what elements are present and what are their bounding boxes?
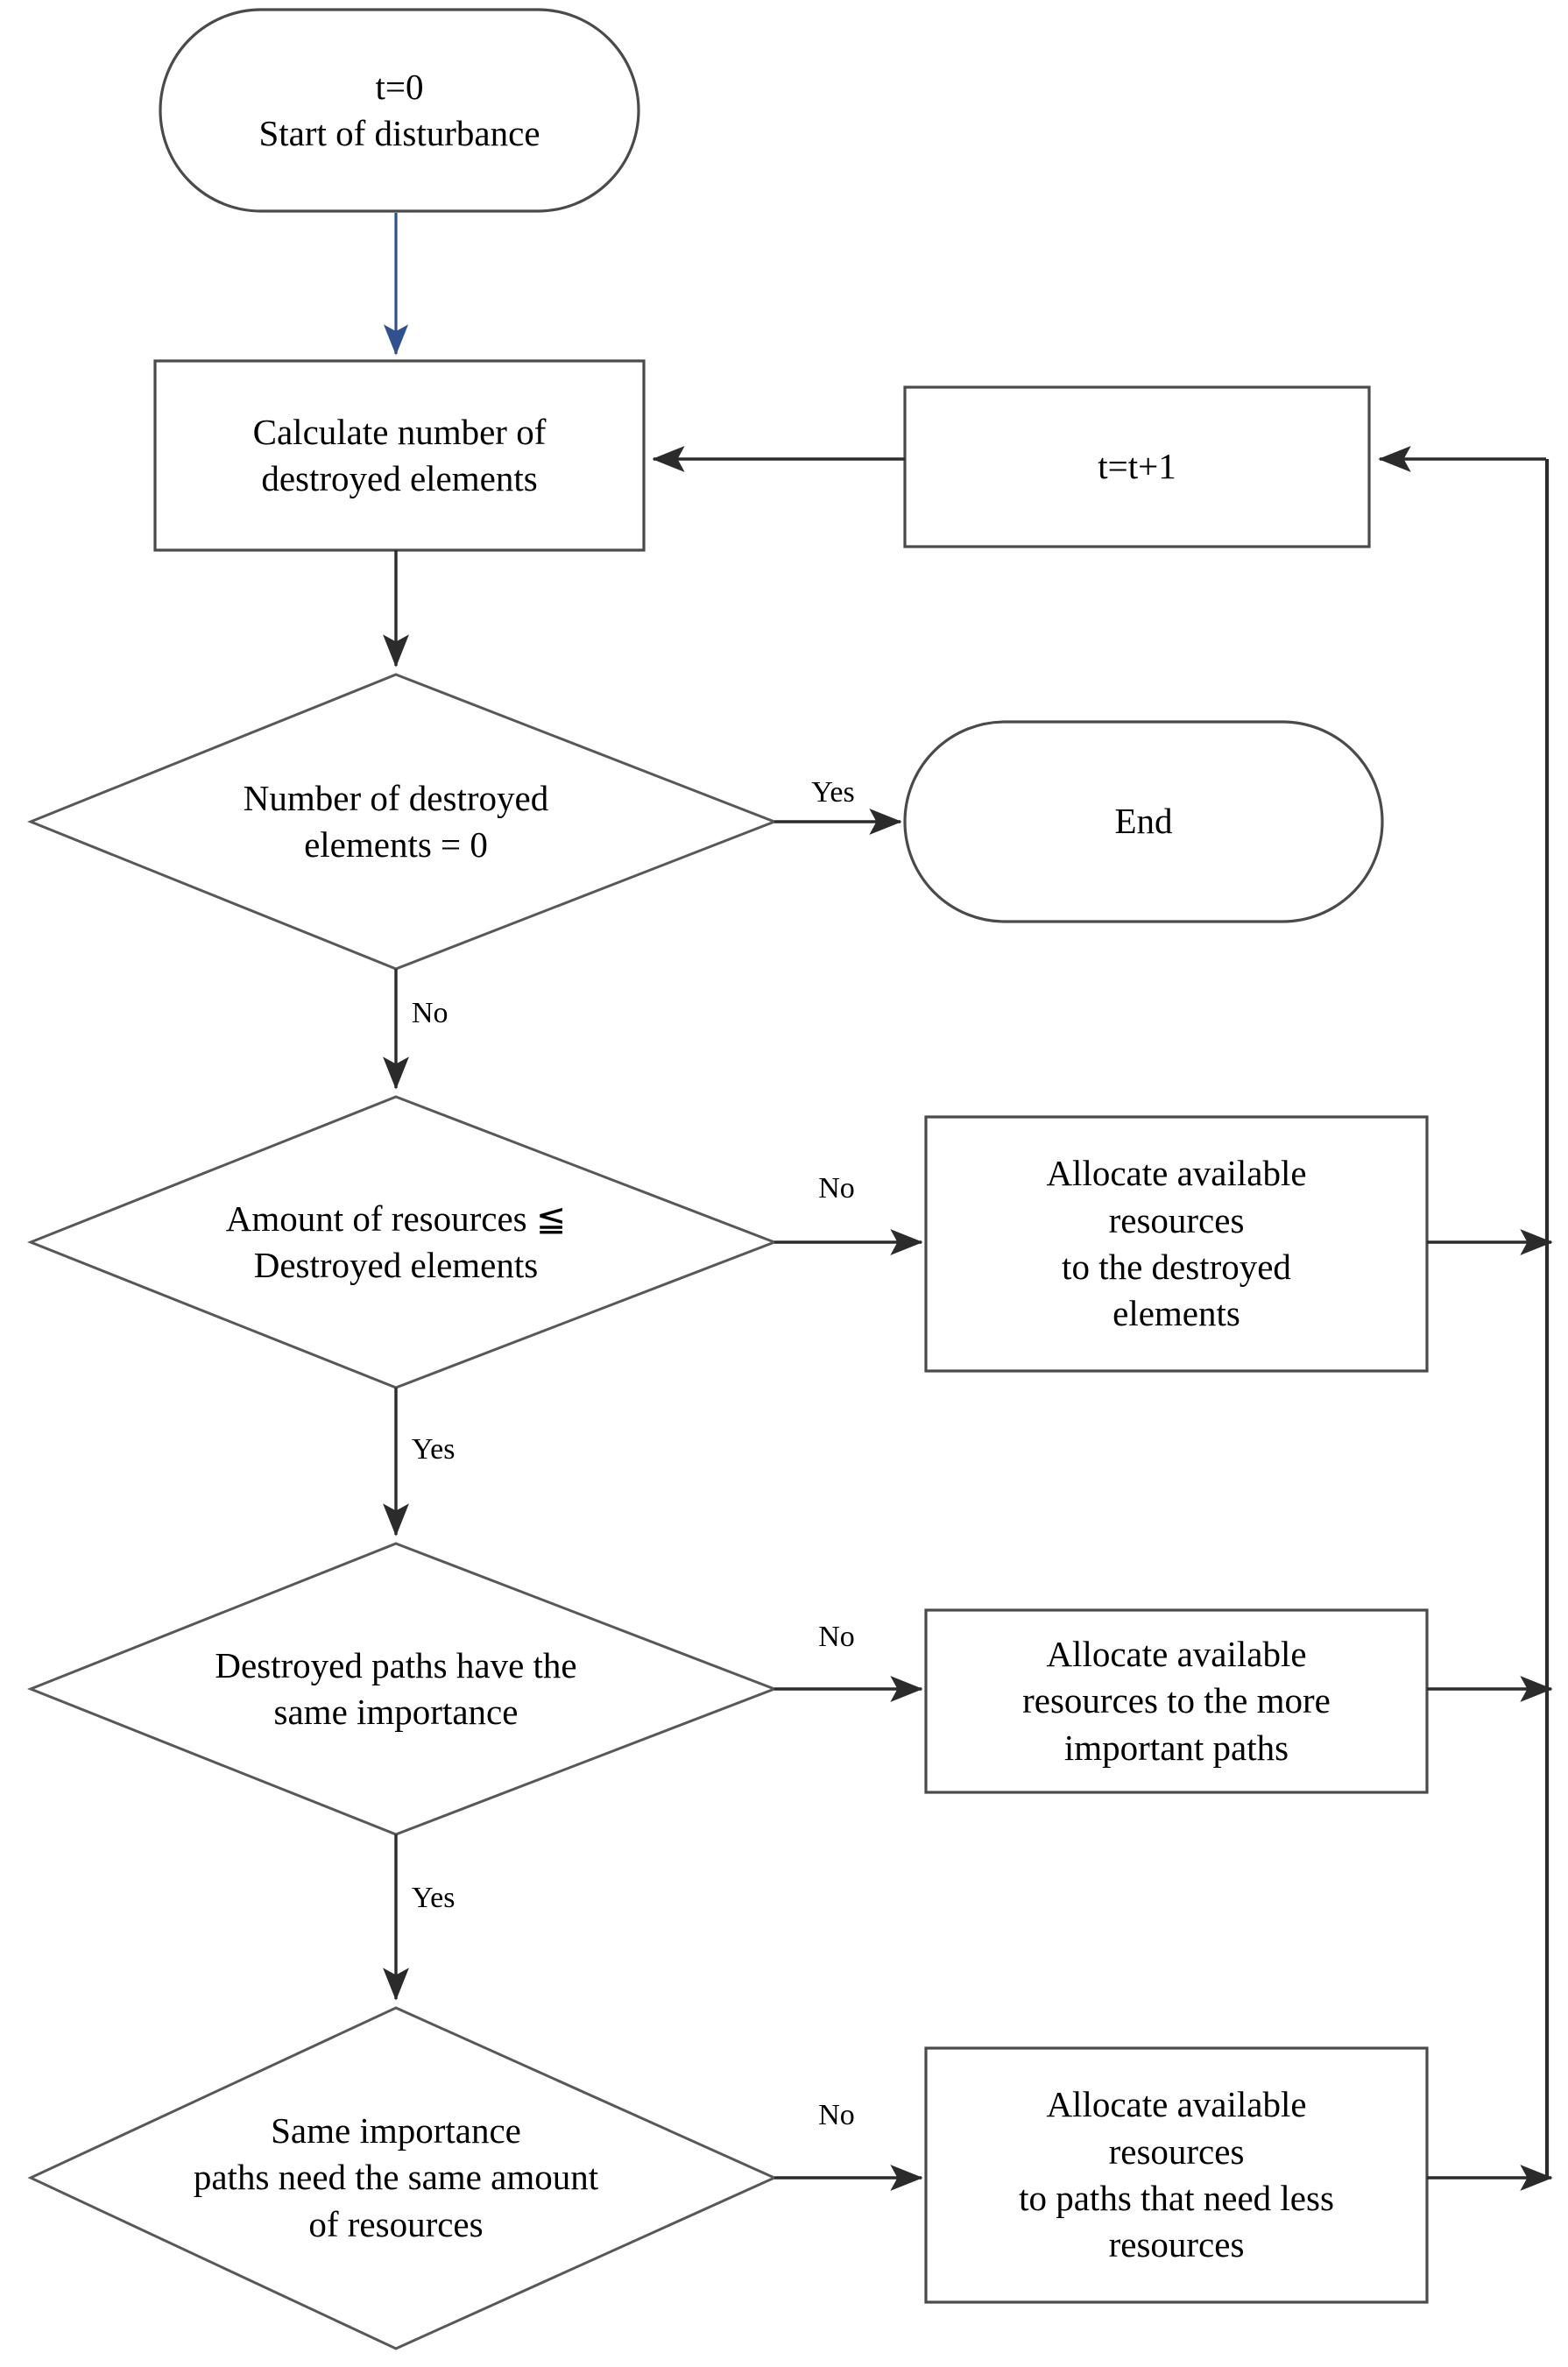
decision-zero-shape <box>26 673 779 971</box>
allocate-less-shape <box>924 2046 1429 2304</box>
edge-label-zero-no: No <box>412 997 449 1029</box>
decision-resources-shape <box>26 1095 779 1389</box>
edge-label-zero-yes: Yes <box>811 776 855 809</box>
start-terminal-shape <box>159 8 640 213</box>
allocate-destroyed-shape <box>924 1115 1429 1373</box>
edge-label-resources-no: No <box>818 1172 855 1205</box>
edge-label-importance-yes: Yes <box>412 1882 456 1914</box>
increment-process-shape <box>903 385 1371 548</box>
end-terminal-shape <box>903 720 1384 923</box>
edge-label-amount-no: No <box>818 2099 855 2131</box>
calculate-process-shape <box>153 359 646 552</box>
edge-label-importance-no: No <box>818 1621 855 1653</box>
decision-importance-shape <box>26 1542 779 1836</box>
edge-label-resources-yes: Yes <box>412 1433 456 1466</box>
allocate-important-shape <box>924 1608 1429 1794</box>
decision-amount-shape <box>27 2006 778 2350</box>
